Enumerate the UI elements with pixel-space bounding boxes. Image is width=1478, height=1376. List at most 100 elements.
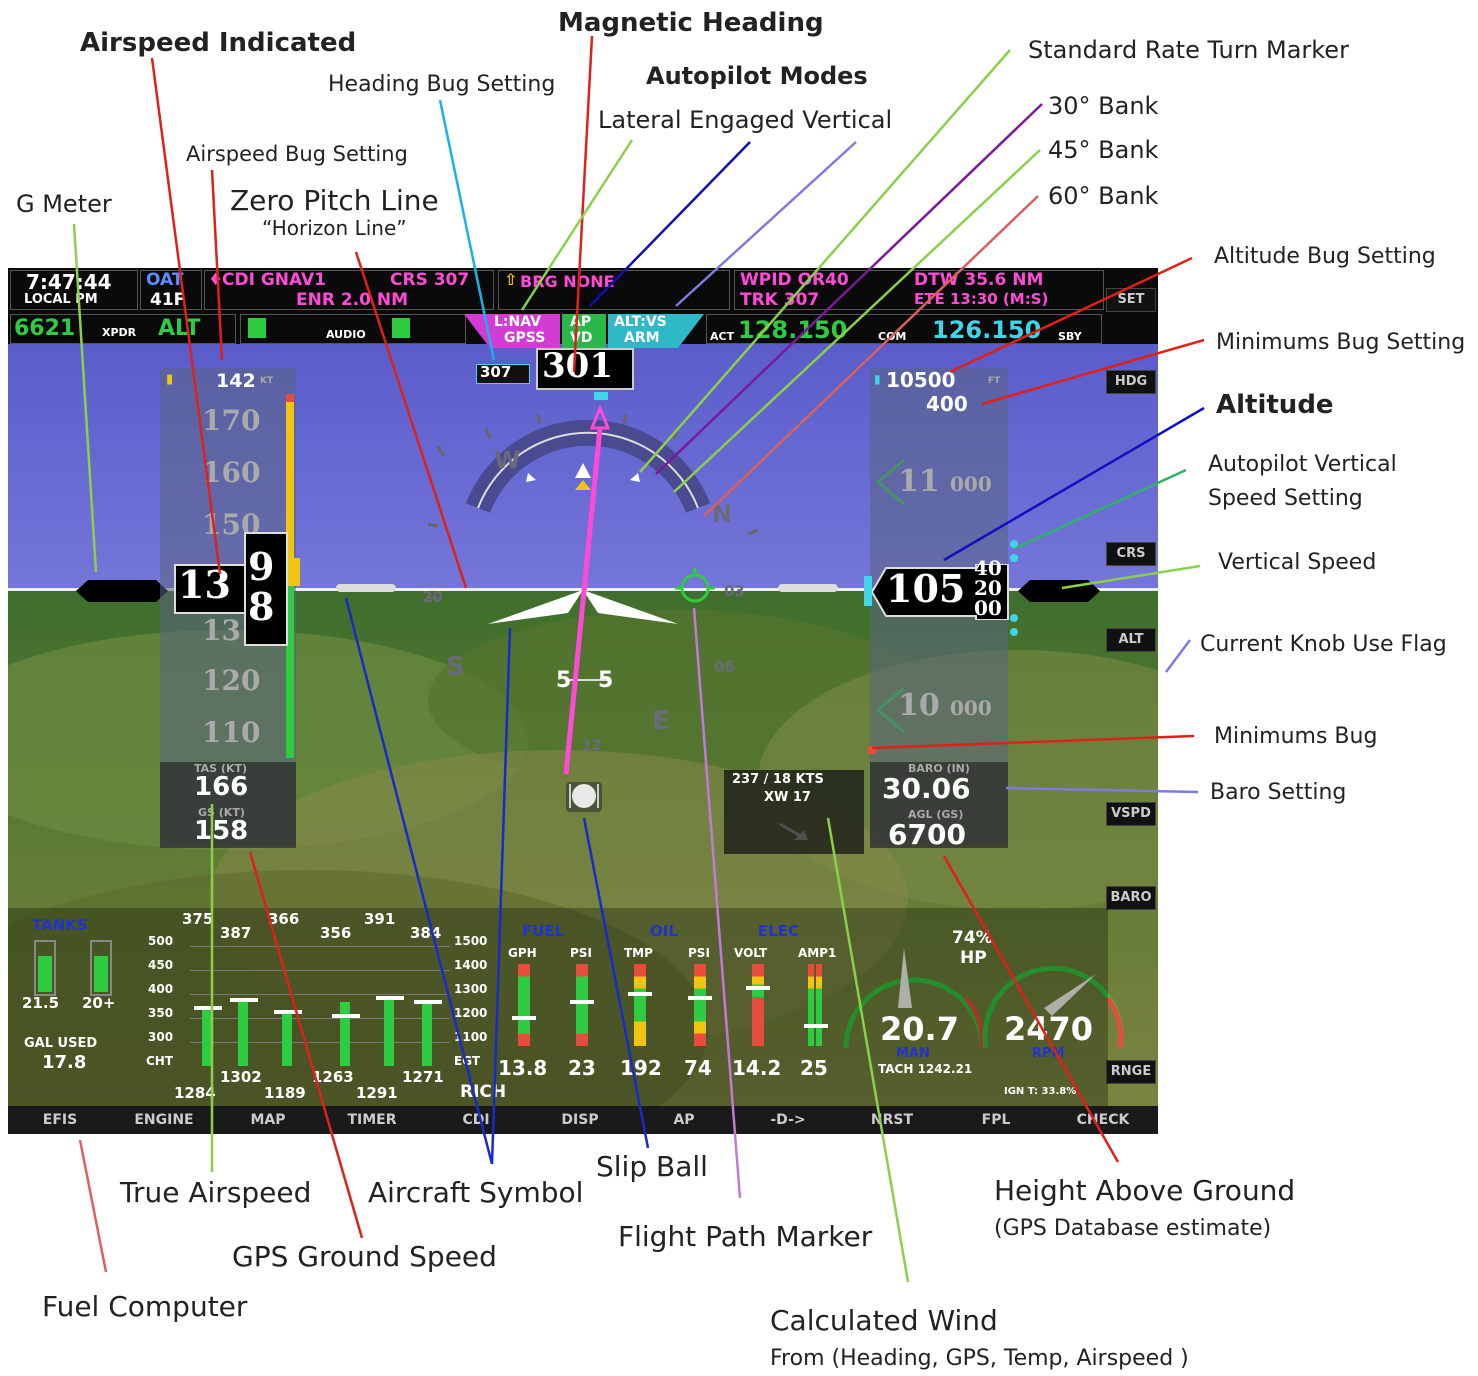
airspeed-roller-bottom: 8 <box>248 584 275 629</box>
asi-tick-170: 170 <box>202 404 261 437</box>
callout-lateral-engaged-vertical: Lateral Engaged Vertical <box>598 106 893 134</box>
amp-value: 25 <box>800 1056 828 1080</box>
volt-marker <box>746 986 770 990</box>
callout-altitude-bug-setting: Altitude Bug Setting <box>1214 244 1436 269</box>
callout-airspeed-bug-setting: Airspeed Bug Setting <box>186 142 408 166</box>
menu-map[interactable]: MAP <box>216 1106 321 1134</box>
callout-true-airspeed: True Airspeed <box>120 1176 312 1209</box>
altitude-roller-3: 00 <box>974 596 1002 620</box>
gauge-header-oil-tmp: TMP <box>624 946 653 960</box>
cht-marker-4 <box>332 1014 360 1018</box>
agl-label: AGL (GS) <box>908 808 964 821</box>
callout-minimums-bug: Minimums Bug <box>1214 724 1378 749</box>
menu-nrst[interactable]: NRST <box>840 1106 945 1134</box>
softkey-hdg[interactable]: HDG <box>1106 370 1156 394</box>
asi-tick-110: 110 <box>202 716 261 749</box>
callout-flight-path-marker: Flight Path Marker <box>618 1220 873 1253</box>
callout-60-bank: 60° Bank <box>1048 182 1159 210</box>
airspeed-yellow-arc <box>286 398 294 568</box>
alt-tick-10000: 10 <box>898 688 940 723</box>
cht-value-4: 356 <box>320 924 352 942</box>
egt-value-6: 1291 <box>356 1084 398 1102</box>
cht-marker-1 <box>194 1006 222 1010</box>
hdg-tick-12: 12 <box>582 738 602 754</box>
amp-bar-2 <box>816 964 822 1046</box>
airspeed-roller <box>244 532 288 646</box>
tas-label: TAS (KT) <box>194 762 247 775</box>
menu-fpl[interactable]: FPL <box>944 1106 1049 1134</box>
menu-disp[interactable]: DISP <box>528 1106 633 1134</box>
minimums-bug-value[interactable]: 400 <box>926 392 968 416</box>
airspeed-bug-icon: ▮ <box>166 372 174 387</box>
menu-check[interactable]: CHECK <box>1048 1106 1158 1134</box>
egt-value-3: 1263 <box>312 1068 354 1086</box>
softkey-baro[interactable]: BARO <box>1106 886 1156 910</box>
agl-value: 6700 <box>888 818 966 851</box>
callout-height-above-ground-sub: (GPS Database estimate) <box>994 1216 1272 1241</box>
callout-calculated-wind: Calculated Wind <box>770 1304 998 1337</box>
callout-calculated-wind-sub: From (Heading, GPS, Temp, Airspeed ) <box>770 1346 1189 1371</box>
softkey-set[interactable]: SET <box>1106 288 1156 312</box>
airspeed-bug-value[interactable]: 142 <box>216 370 256 392</box>
airspeed-bug-unit: KT <box>260 376 274 386</box>
softkey-crs[interactable]: CRS <box>1106 542 1156 566</box>
gauge-header-amp: AMP1 <box>798 946 837 960</box>
tas-gs-box <box>160 762 296 848</box>
softkey-alt[interactable]: ALT <box>1106 628 1156 652</box>
cht-marker-5 <box>376 996 404 1000</box>
menu-timer[interactable]: TIMER <box>320 1106 425 1134</box>
cht-marker-3 <box>274 1010 302 1014</box>
callout-horizon-line: “Horizon Line” <box>262 216 407 240</box>
xpdr-box[interactable] <box>10 314 236 344</box>
gs-label: GS (KT) <box>198 806 245 819</box>
oil-psi-value: 74 <box>684 1056 712 1080</box>
menu-direct-to[interactable]: -D-> <box>736 1106 841 1134</box>
grid-line <box>190 1042 450 1043</box>
fuel-psi-value: 23 <box>568 1056 596 1080</box>
ap-lateral-sub: GPSS <box>504 330 546 346</box>
callout-magnetic-heading: Magnetic Heading <box>558 8 824 38</box>
fuel-psi-marker <box>570 1000 594 1004</box>
cht-value-2: 387 <box>220 924 252 942</box>
altitude-roller-2: 20 <box>974 576 1002 600</box>
amp-marker <box>804 1024 828 1028</box>
airspeed-bug-marker <box>288 558 300 586</box>
tach-time: TACH 1242.21 <box>878 1062 973 1076</box>
softkey-rnge[interactable]: RNGE <box>1106 1060 1156 1084</box>
softkey-vspd[interactable]: VSPD <box>1106 802 1156 826</box>
gph-bar <box>518 964 530 1046</box>
cht-marker-2 <box>230 998 258 1002</box>
minimums-bug-marker <box>868 746 876 754</box>
menu-ap[interactable]: AP <box>632 1106 737 1134</box>
compass-w: W <box>494 446 521 474</box>
altitude-value: 105 <box>886 566 966 611</box>
menu-cdi[interactable]: CDI <box>424 1106 529 1134</box>
volt-value: 14.2 <box>732 1056 782 1080</box>
compass-n: N <box>712 500 733 528</box>
elec-label: ELEC <box>758 922 800 940</box>
cdi-label: CDI GNAV1 <box>222 270 327 290</box>
xpdr-code: 6621 <box>14 316 76 341</box>
callout-fuel-computer: Fuel Computer <box>42 1290 248 1323</box>
hdg-tick-20: 20 <box>422 588 443 606</box>
gauge-header-gph: GPH <box>508 946 537 960</box>
airspeed-roller-top: 9 <box>248 544 275 589</box>
callout-baro-setting: Baro Setting <box>1210 780 1347 805</box>
altitude-bug-value[interactable]: 10500 <box>886 368 956 392</box>
menu-efis[interactable]: EFIS <box>8 1106 113 1134</box>
alt-tick-11000-sub: 000 <box>950 472 992 496</box>
airspeed-red-line <box>286 394 294 402</box>
cht-scale-350: 350 <box>148 1006 174 1020</box>
callout-minimums-bug-setting: Minimums Bug Setting <box>1216 330 1466 355</box>
egt-bar-1 <box>202 1006 212 1066</box>
egt-scale-1400: 1400 <box>454 958 488 972</box>
baro-label: BARO (IN) <box>908 762 970 775</box>
brg-icon: ⇧ <box>504 270 518 289</box>
baro-value[interactable]: 30.06 <box>882 772 971 805</box>
heading-bug-marker <box>594 392 608 400</box>
egt-scale-1100: 1100 <box>454 1030 488 1044</box>
fuel-label: FUEL <box>522 922 565 940</box>
heading-bug-box[interactable] <box>476 364 530 384</box>
callout-45-bank: 45° Bank <box>1048 136 1159 164</box>
menu-engine[interactable]: ENGINE <box>112 1106 217 1134</box>
